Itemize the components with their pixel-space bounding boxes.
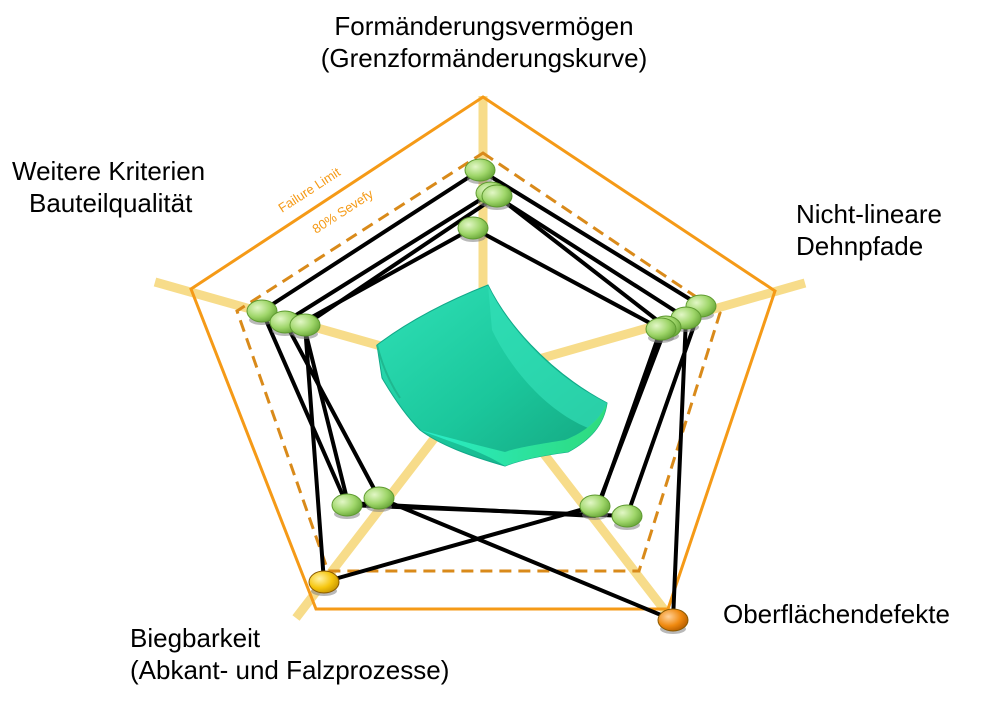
data-point-marker [579, 494, 611, 520]
data-point-marker [457, 216, 489, 242]
data-point-marker [331, 493, 363, 519]
data-point-marker [246, 299, 278, 325]
data-point-marker [363, 486, 395, 512]
axis-label-upper-right-line1: Nicht-lineare [796, 199, 942, 229]
axis-label-top: Formänderungsvermögen (Grenzformänderung… [294, 10, 674, 74]
data-point-marker [464, 158, 496, 184]
axis-label-upper-left: Weitere Kriterien Bauteilqualität [12, 155, 205, 219]
axis-label-top-line1: Formänderungsvermögen [334, 11, 634, 41]
axis-label-lower-right: Oberflächendefekte [723, 598, 950, 630]
axis-label-lower-left-line2: (Abkant- und Falzprozesse) [130, 655, 450, 685]
data-point-marker [289, 313, 321, 339]
axis-label-upper-left-line1: Weitere Kriterien [12, 156, 206, 186]
axis-label-lower-left-line1: Biegbarkeit [130, 623, 261, 653]
data-point-marker [611, 504, 643, 530]
axis-label-upper-right-line2: Dehnpfade [796, 231, 924, 261]
failure-limit-pentagon [189, 95, 777, 611]
axis-label-top-line2: (Grenzformänderungskurve) [320, 43, 648, 73]
material-series [260, 168, 703, 622]
warning-marker-yellow [308, 570, 340, 596]
data-point-marker [481, 184, 513, 210]
series-polygon-2 [283, 191, 688, 622]
data-point-markers [246, 158, 717, 634]
stamped-part-image [376, 284, 608, 467]
data-point-marker [645, 317, 677, 343]
axis-label-upper-right: Nicht-lineare Dehnpfade [796, 198, 942, 262]
axis-label-lower-right-line1: Oberflächendefekte [723, 599, 950, 629]
axis-label-upper-left-line2: Bauteilqualität [29, 188, 193, 218]
warning-marker-orange [657, 608, 689, 634]
safety-limit-pentagon [235, 151, 722, 573]
series-polygon-4 [301, 226, 663, 518]
axis-label-lower-left: Biegbarkeit (Abkant- und Falzprozesse) [130, 622, 449, 686]
